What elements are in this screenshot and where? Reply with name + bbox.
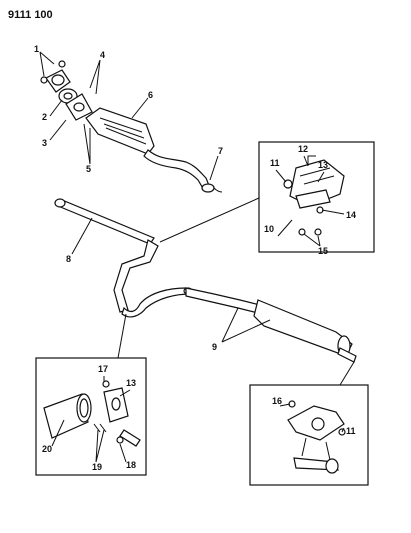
- callout-13-flange: 13: [126, 378, 136, 388]
- callout-9: 9: [212, 342, 217, 352]
- callout-5: 5: [86, 164, 91, 174]
- flange-detail-box: [35, 357, 147, 476]
- callout-18: 18: [126, 460, 136, 470]
- intermediate-pipe: [54, 198, 193, 318]
- callout-1: 1: [34, 44, 39, 54]
- callout-10: 10: [264, 224, 274, 234]
- callout-15: 15: [318, 246, 328, 256]
- callout-17: 17: [98, 364, 108, 374]
- callout-2: 2: [42, 112, 47, 122]
- leader-line-hanger: [159, 197, 260, 243]
- callout-11-rear: 11: [346, 426, 356, 436]
- callout-8: 8: [66, 254, 71, 264]
- callout-20: 20: [42, 444, 52, 454]
- callout-13-hanger: 13: [318, 160, 328, 170]
- leader-line-flange: [117, 313, 127, 359]
- manifold-flange: [40, 60, 93, 121]
- muffler-assembly: [185, 287, 357, 363]
- catalytic-converter: [85, 107, 223, 193]
- leader-line-rear-hanger: [339, 361, 355, 386]
- callout-3: 3: [42, 138, 47, 148]
- rear-hanger-detail-box: [249, 384, 369, 486]
- callout-4: 4: [100, 50, 105, 60]
- callout-7: 7: [218, 146, 223, 156]
- callout-6: 6: [148, 90, 153, 100]
- diagram-code: 9111 100: [8, 9, 53, 21]
- callout-16: 16: [272, 396, 282, 406]
- callout-19: 19: [92, 462, 102, 472]
- callout-14: 14: [346, 210, 356, 220]
- callout-12: 12: [298, 144, 308, 154]
- hanger-detail-box: [258, 141, 375, 253]
- callout-11-hanger: 11: [270, 158, 280, 168]
